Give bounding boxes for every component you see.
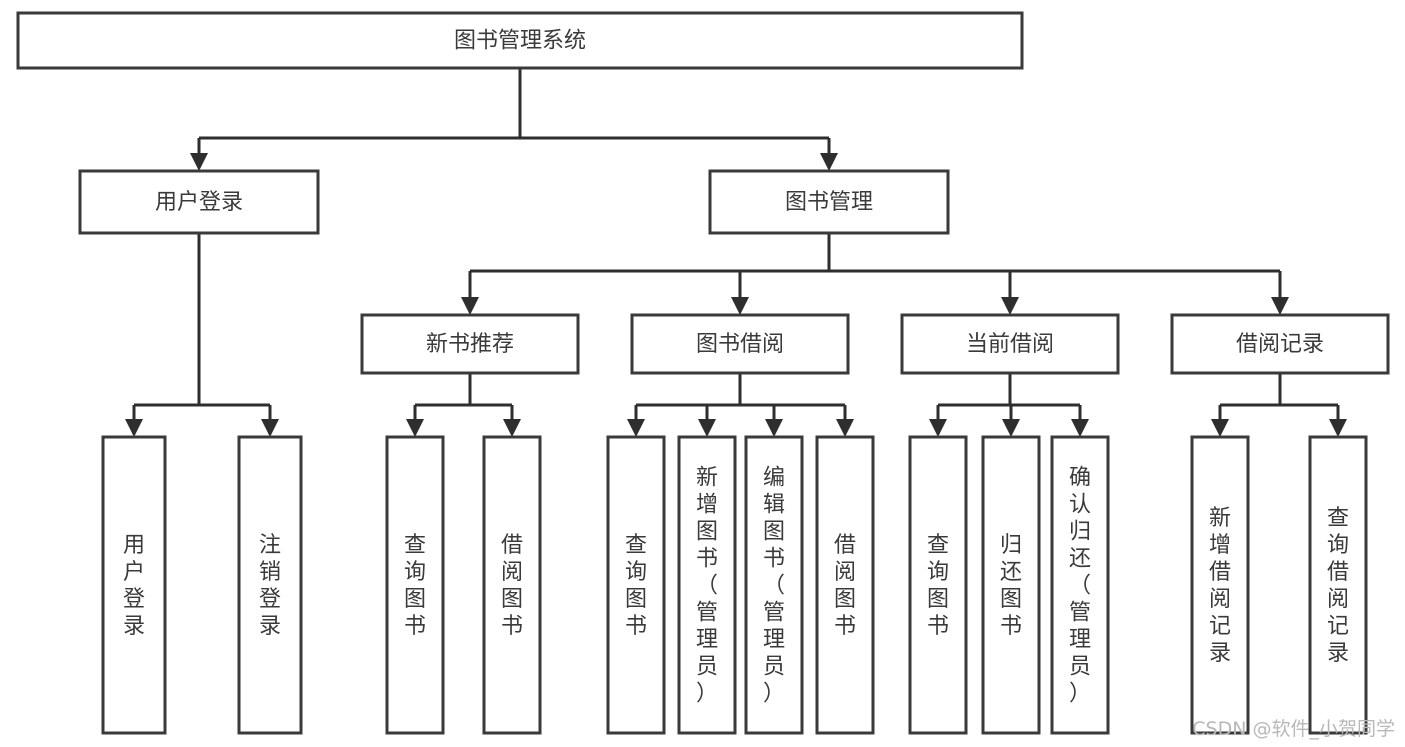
leaf-label: 确认归还（管理员） bbox=[1069, 466, 1091, 707]
arrow-to-leaf-0 bbox=[125, 419, 143, 437]
nodes-layer: 图书管理系统用户登录图书管理新书推荐图书借阅当前借阅借阅记录用户登录注销登录查询… bbox=[16, 11, 1390, 735]
level2-node[interactable]: 图书管理 bbox=[708, 169, 950, 235]
leaf-label: 查询图书 bbox=[625, 533, 647, 639]
leaf-node[interactable]: 查询图书 bbox=[908, 435, 968, 735]
arrow-to-leaf-2 bbox=[406, 419, 424, 437]
level3-box[interactable] bbox=[630, 313, 850, 375]
arrow-to-level3-0 bbox=[461, 297, 479, 315]
level2-label: 图书管理 bbox=[785, 190, 873, 215]
leaf-label: 查询图书 bbox=[404, 533, 426, 639]
arrow-to-level3-3 bbox=[1271, 297, 1289, 315]
leaf-label: 用户登录 bbox=[123, 533, 145, 639]
leaf-node[interactable]: 新增借阅记录 bbox=[1190, 435, 1250, 735]
arrow-to-leaf-4 bbox=[627, 419, 645, 437]
leaf-node[interactable]: 查询图书 bbox=[385, 435, 445, 735]
leaf-box[interactable] bbox=[981, 435, 1041, 735]
leaf-label: 查询图书 bbox=[927, 533, 949, 639]
csdn-watermark: CSDN @软件_小贺同学 bbox=[1192, 718, 1395, 740]
leaf-box[interactable] bbox=[482, 435, 542, 735]
leaf-box[interactable] bbox=[1308, 435, 1368, 735]
arrow-to-leaf-7 bbox=[836, 419, 854, 437]
arrow-to-level2-0 bbox=[190, 153, 208, 171]
level3-box[interactable] bbox=[360, 313, 580, 375]
leaf-node[interactable]: 确认归还（管理员） bbox=[1050, 435, 1110, 735]
leaf-label: 借阅图书 bbox=[834, 533, 856, 639]
level3-node[interactable]: 借阅记录 bbox=[1170, 313, 1390, 375]
arrow-to-leaf-11 bbox=[1211, 419, 1229, 437]
level3-label: 新书推荐 bbox=[426, 332, 514, 357]
connectors-layer bbox=[125, 68, 1347, 437]
level3-box[interactable] bbox=[900, 313, 1120, 375]
leaf-node[interactable]: 借阅图书 bbox=[815, 435, 875, 735]
level3-label: 借阅记录 bbox=[1236, 332, 1324, 357]
leaf-node[interactable]: 借阅图书 bbox=[482, 435, 542, 735]
root-node[interactable]: 图书管理系统 bbox=[16, 11, 1024, 70]
level2-node[interactable]: 用户登录 bbox=[78, 169, 320, 235]
level3-label: 当前借阅 bbox=[966, 332, 1054, 357]
leaf-box[interactable] bbox=[815, 435, 875, 735]
leaf-node[interactable]: 查询图书 bbox=[606, 435, 666, 735]
level3-label: 图书借阅 bbox=[696, 332, 784, 357]
level3-box[interactable] bbox=[1170, 313, 1390, 375]
root-label: 图书管理系统 bbox=[454, 29, 586, 54]
level3-node[interactable]: 图书借阅 bbox=[630, 313, 850, 375]
leaf-node[interactable]: 新增图书（管理员） bbox=[677, 435, 737, 735]
arrow-to-level2-1 bbox=[820, 153, 838, 171]
leaf-label: 归还图书 bbox=[1000, 533, 1022, 639]
leaf-box[interactable] bbox=[237, 435, 303, 735]
arrow-to-leaf-6 bbox=[765, 419, 783, 437]
leaf-label: 查询借阅记录 bbox=[1327, 506, 1349, 666]
leaf-label: 新增借阅记录 bbox=[1209, 506, 1231, 666]
leaf-box[interactable] bbox=[677, 435, 737, 735]
level2-label: 用户登录 bbox=[155, 190, 243, 215]
leaf-node[interactable]: 注销登录 bbox=[237, 435, 303, 735]
arrow-to-leaf-9 bbox=[1002, 419, 1020, 437]
leaf-node[interactable]: 归还图书 bbox=[981, 435, 1041, 735]
leaf-box[interactable] bbox=[1050, 435, 1110, 735]
level3-node[interactable]: 新书推荐 bbox=[360, 313, 580, 375]
leaf-label: 新增图书（管理员） bbox=[696, 466, 718, 707]
arrow-to-level3-2 bbox=[1001, 297, 1019, 315]
arrow-to-leaf-3 bbox=[503, 419, 521, 437]
level2-box[interactable] bbox=[708, 169, 950, 235]
arrow-to-leaf-5 bbox=[698, 419, 716, 437]
leaf-node[interactable]: 查询借阅记录 bbox=[1308, 435, 1368, 735]
leaf-box[interactable] bbox=[1190, 435, 1250, 735]
leaf-node[interactable]: 编辑图书（管理员） bbox=[744, 435, 804, 735]
leaf-box[interactable] bbox=[101, 435, 167, 735]
leaf-box[interactable] bbox=[908, 435, 968, 735]
leaf-box[interactable] bbox=[606, 435, 666, 735]
leaf-label: 借阅图书 bbox=[501, 533, 523, 639]
leaf-box[interactable] bbox=[385, 435, 445, 735]
leaf-label: 编辑图书（管理员） bbox=[763, 466, 785, 707]
arrow-to-leaf-10 bbox=[1071, 419, 1089, 437]
arrow-to-level3-1 bbox=[731, 297, 749, 315]
arrow-to-leaf-1 bbox=[261, 419, 279, 437]
leaf-label: 注销登录 bbox=[259, 533, 281, 639]
level3-node[interactable]: 当前借阅 bbox=[900, 313, 1120, 375]
arrow-to-leaf-8 bbox=[929, 419, 947, 437]
arrow-to-leaf-12 bbox=[1329, 419, 1347, 437]
leaf-node[interactable]: 用户登录 bbox=[101, 435, 167, 735]
level2-box[interactable] bbox=[78, 169, 320, 235]
leaf-box[interactable] bbox=[744, 435, 804, 735]
root-box[interactable] bbox=[16, 11, 1024, 70]
